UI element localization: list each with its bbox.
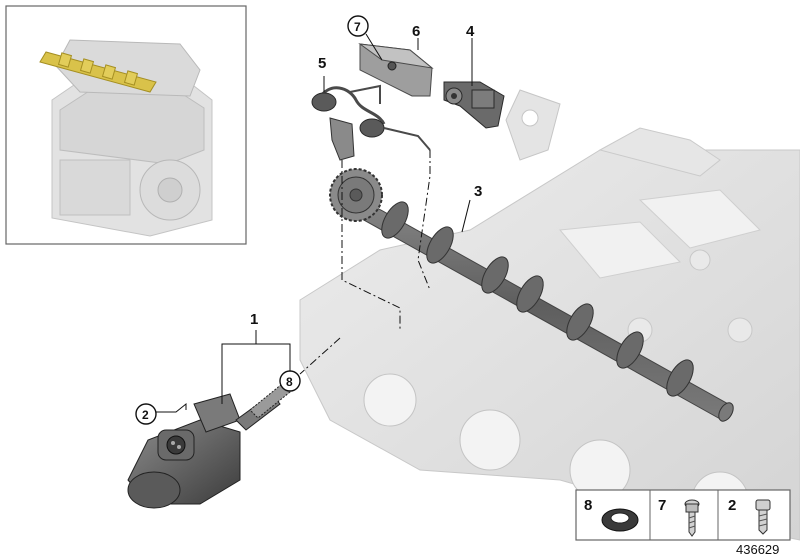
callout-6: 6 bbox=[412, 23, 420, 40]
head-port-1 bbox=[363, 373, 417, 427]
small-parts-legend: 8 7 2 bbox=[575, 489, 791, 541]
callout-5: 5 bbox=[318, 55, 326, 72]
assembly-paths bbox=[299, 150, 431, 375]
cam-lobe-3 bbox=[481, 256, 509, 294]
callout-4: 4 bbox=[466, 23, 475, 40]
cam-lobe-7 bbox=[666, 359, 694, 397]
eccentric-shaft-actuator bbox=[127, 383, 291, 509]
torsion-spring bbox=[311, 84, 431, 161]
callout-1: 1 bbox=[250, 311, 258, 328]
actuator-worm-gear bbox=[249, 383, 291, 419]
camshaft bbox=[329, 168, 734, 422]
legend-number-7: 7 bbox=[658, 497, 666, 514]
callout-7: 7 bbox=[354, 20, 361, 34]
cam-lobe-4 bbox=[516, 275, 544, 313]
callout-2: 2 bbox=[142, 408, 149, 422]
highlighted-camshaft-icon bbox=[39, 51, 157, 93]
cam-lobe-5 bbox=[566, 303, 594, 341]
callout-2-circle: 2 bbox=[135, 403, 157, 425]
seal-ring-icon bbox=[601, 508, 639, 532]
cam-lobe-2 bbox=[426, 226, 454, 264]
camshaft-end bbox=[718, 402, 734, 422]
torx-screw-icon bbox=[684, 499, 700, 537]
camshaft-sprocket bbox=[329, 168, 383, 222]
intermediate-lever bbox=[443, 81, 505, 129]
legend-number-2: 2 bbox=[728, 497, 736, 514]
callout-8-circle: 8 bbox=[279, 370, 301, 392]
callout-3: 3 bbox=[474, 183, 482, 200]
cam-lobe-1 bbox=[381, 201, 409, 239]
engine-block-icon bbox=[51, 39, 213, 237]
engine-overview-inset bbox=[5, 5, 247, 245]
legend-number-8: 8 bbox=[584, 497, 592, 514]
guide-rail bbox=[358, 43, 434, 97]
head-port-2 bbox=[459, 409, 521, 471]
hex-socket-screw-icon bbox=[755, 499, 771, 535]
callout-7-circle: 7 bbox=[347, 15, 369, 37]
head-mounting-hole bbox=[521, 109, 539, 127]
leader-lines bbox=[156, 33, 473, 413]
callouts: 1 2 3 4 5 6 7 8 bbox=[135, 15, 482, 425]
diagram-reference-number: 436629 bbox=[736, 542, 779, 557]
callout-8: 8 bbox=[286, 375, 293, 389]
cam-lobe-6 bbox=[616, 331, 644, 369]
actuator-connector bbox=[157, 429, 195, 461]
